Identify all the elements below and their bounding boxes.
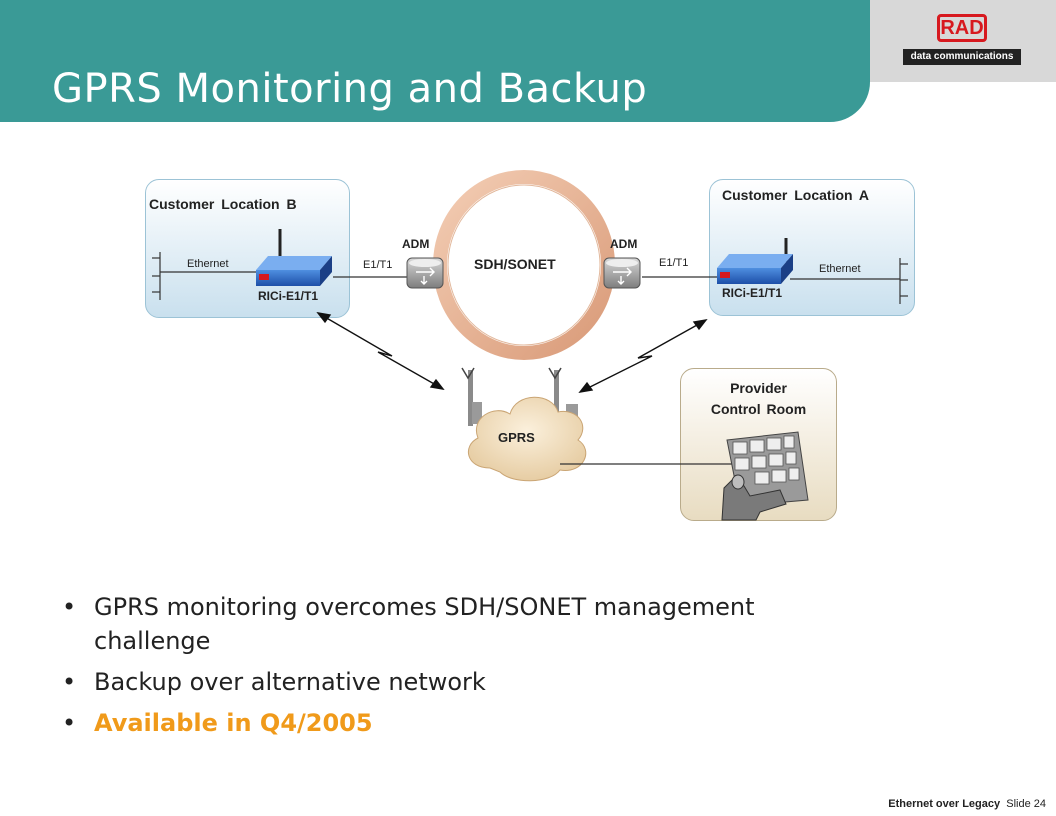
customer-location-b-box (145, 179, 350, 318)
bullet-text-line2: challenge (94, 627, 211, 655)
bullet-text: Available in Q4/2005 (94, 709, 373, 737)
bullet-list: • GPRS monitoring overcomes SDH/SONET ma… (62, 590, 882, 747)
control-room-label-line1: Provider (730, 380, 787, 396)
customer-location-a-box (709, 179, 915, 316)
adm-label-right: ADM (610, 237, 638, 251)
bullet-item: • Backup over alternative network (62, 665, 882, 699)
rici-device-b (256, 229, 332, 286)
control-room-monitors (721, 431, 809, 521)
adm-label-left: ADM (402, 237, 430, 251)
e1t1-label-left: E1/T1 (363, 259, 393, 271)
ethernet-bus-a (790, 258, 908, 304)
bullet-dot: • (62, 709, 77, 737)
rad-logo-subtitle: data communications (903, 49, 1021, 65)
adm-switch-right (603, 257, 641, 289)
ethernet-label-a: Ethernet (819, 263, 861, 275)
bullet-item: • GPRS monitoring overcomes SDH/SONET ma… (62, 590, 882, 658)
sdh-sonet-label: SDH/SONET (474, 256, 556, 272)
ethernet-bus-b (152, 252, 262, 300)
slide-title: GPRS Monitoring and Backup (52, 66, 648, 112)
wireless-link-b (316, 312, 445, 390)
location-b-title: Customer Location B (149, 196, 297, 212)
control-room-label-line2: Control Room (710, 401, 807, 417)
location-a-title: Customer Location A (722, 187, 870, 203)
footer-title: Ethernet over Legacy (888, 798, 1001, 810)
e1t1-label-right: E1/T1 (659, 257, 689, 269)
bullet-dot: • (62, 668, 77, 696)
bullet-item-highlight: • Available in Q4/2005 (62, 706, 882, 740)
wireless-link-a (578, 319, 708, 393)
rici-label-a: RICi-E1/T1 (722, 286, 783, 300)
adm-switch-left (406, 257, 444, 289)
rici-device-a (717, 238, 793, 284)
rad-logo: RAD (937, 14, 987, 42)
bullet-dot: • (62, 593, 77, 621)
gprs-cloud (461, 367, 587, 482)
rici-label-b: RICi-E1/T1 (258, 289, 319, 303)
header-band (0, 0, 870, 122)
footer-slide-number: Slide 24 (1006, 798, 1046, 810)
gprs-label: GPRS (498, 430, 535, 445)
bullet-text: Backup over alternative network (94, 668, 486, 696)
slide-footer: Ethernet over Legacy Slide 24 (888, 798, 1046, 810)
ethernet-label-b: Ethernet (187, 258, 229, 270)
bullet-text-line1: GPRS monitoring overcomes SDH/SONET mana… (94, 593, 755, 621)
